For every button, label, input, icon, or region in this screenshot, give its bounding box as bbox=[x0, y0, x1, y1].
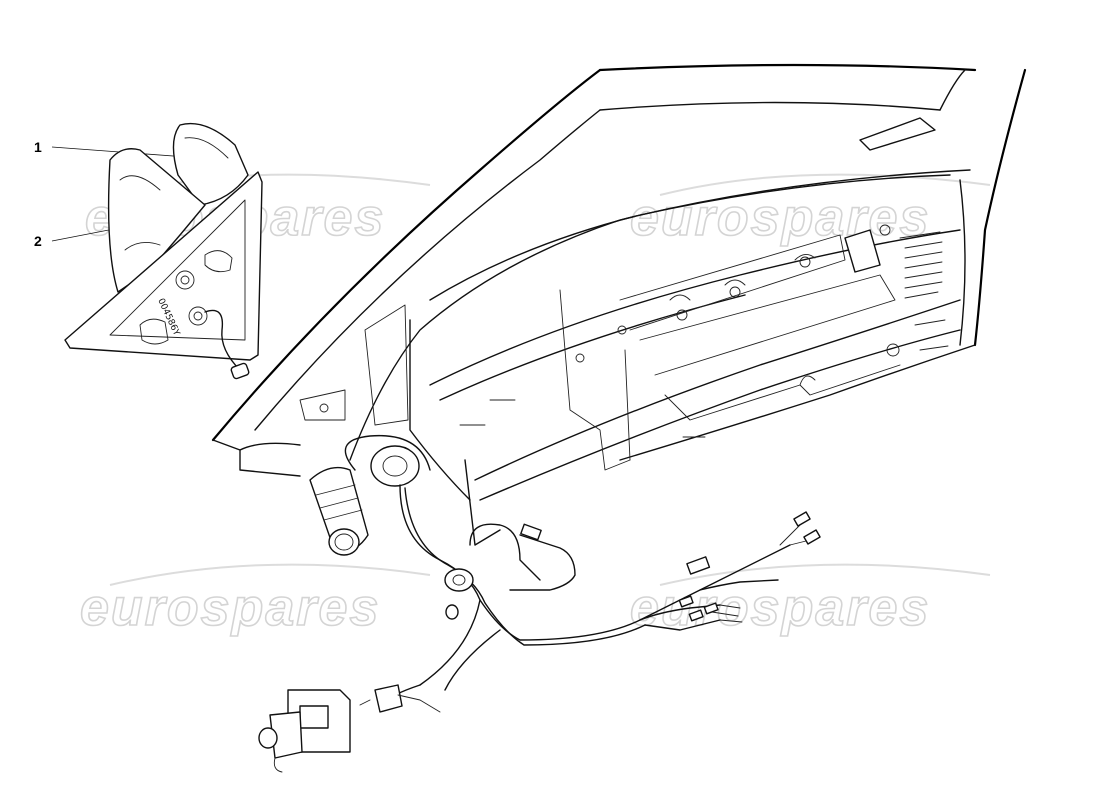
callout-number: 1 bbox=[34, 139, 42, 155]
door-switch-assembly bbox=[258, 684, 441, 773]
watermark-text: eurospares bbox=[80, 579, 380, 637]
mirror-glass-part bbox=[172, 122, 249, 206]
multi-pin-connector bbox=[309, 466, 369, 556]
watermark-text: eurospares bbox=[630, 189, 930, 247]
mirror-base-plate: 004586Y bbox=[64, 171, 263, 380]
door-panel bbox=[211, 63, 1027, 546]
grommet-upper bbox=[370, 445, 420, 487]
wiring-harness bbox=[344, 434, 821, 691]
watermark-text: eurospares bbox=[630, 579, 930, 637]
mirror-cover-part bbox=[107, 148, 206, 293]
callout-number: 2 bbox=[34, 233, 42, 249]
